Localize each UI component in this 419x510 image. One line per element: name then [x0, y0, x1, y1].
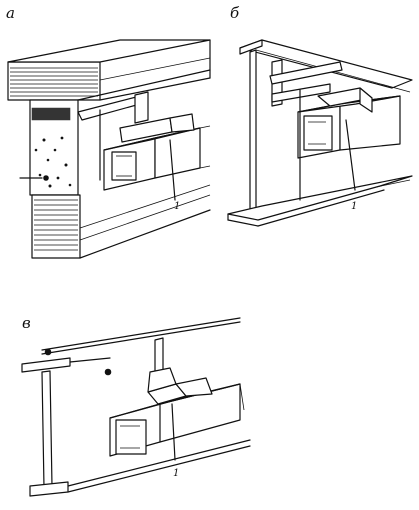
- panel-a-drawing: [7, 39, 211, 259]
- panel-v-drawing: [21, 317, 251, 497]
- panel-a-part-number: 1: [174, 201, 180, 212]
- panel-v-part-number: 1: [173, 468, 179, 479]
- panel-b-part-number: 1: [351, 201, 357, 212]
- bottom-slab-hatching: [34, 199, 78, 251]
- panel-a-label: a: [6, 4, 15, 22]
- panel-b-label: б: [230, 4, 240, 22]
- panel-b-drawing: [227, 39, 413, 227]
- top-slab-hatching: [10, 67, 98, 97]
- panel-v-label: в: [22, 314, 31, 332]
- column-speckle: [34, 136, 72, 188]
